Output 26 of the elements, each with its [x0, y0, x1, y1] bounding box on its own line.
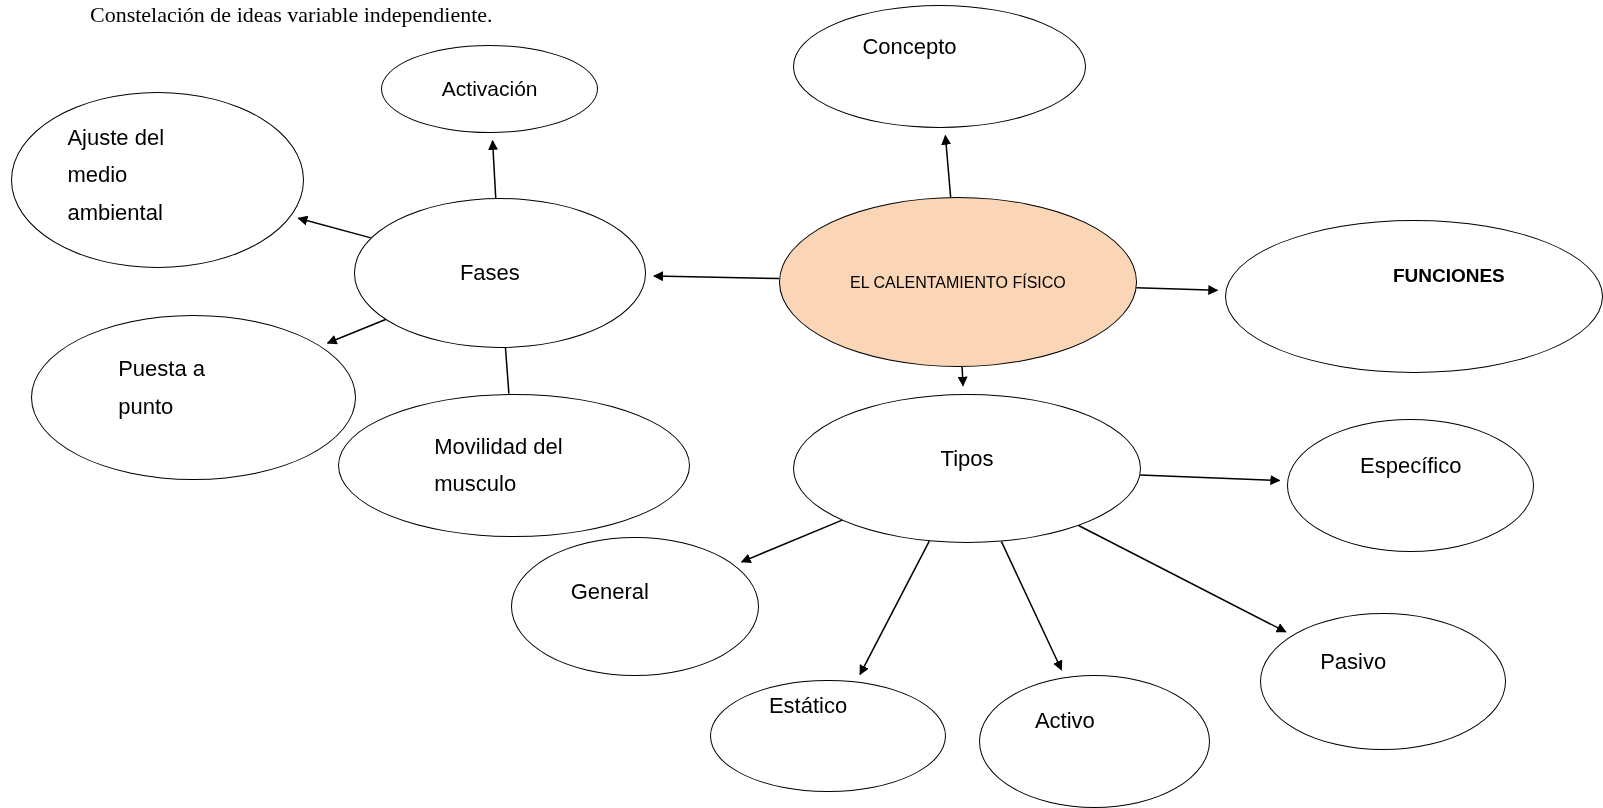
node-text: Concepto: [861, 32, 958, 61]
arrow: [653, 271, 780, 282]
node-text: FUNCIONES: [1391, 264, 1506, 289]
arrow: [957, 366, 968, 387]
node-text: Específico: [1359, 451, 1463, 480]
node-text: Activación: [440, 76, 539, 103]
arrow: [1077, 524, 1287, 633]
node-text: Ajuste del medio ambiental: [67, 123, 166, 227]
node-text: Fases: [458, 259, 521, 288]
arrow: [740, 519, 843, 563]
node-text: Puesta a punto: [118, 355, 207, 421]
arrow: [326, 318, 387, 345]
node-text: Activo: [1033, 707, 1096, 736]
node-text: General: [569, 577, 650, 606]
diagram-title: Constelación de ideas variable independiente.: [90, 2, 493, 28]
connector-line: [504, 346, 510, 395]
node-text: Estático: [767, 692, 849, 721]
node-text: Tipos: [939, 444, 995, 473]
arrow: [488, 139, 499, 200]
arrow: [297, 215, 372, 239]
arrow: [941, 134, 952, 199]
arrow: [1139, 474, 1281, 486]
arrow: [1135, 285, 1219, 295]
node-text: EL CALENTAMIENTO FÍSICO: [849, 272, 1067, 293]
node-text: Movilidad del musculo: [434, 432, 564, 499]
node-text: Pasivo: [1319, 648, 1388, 677]
